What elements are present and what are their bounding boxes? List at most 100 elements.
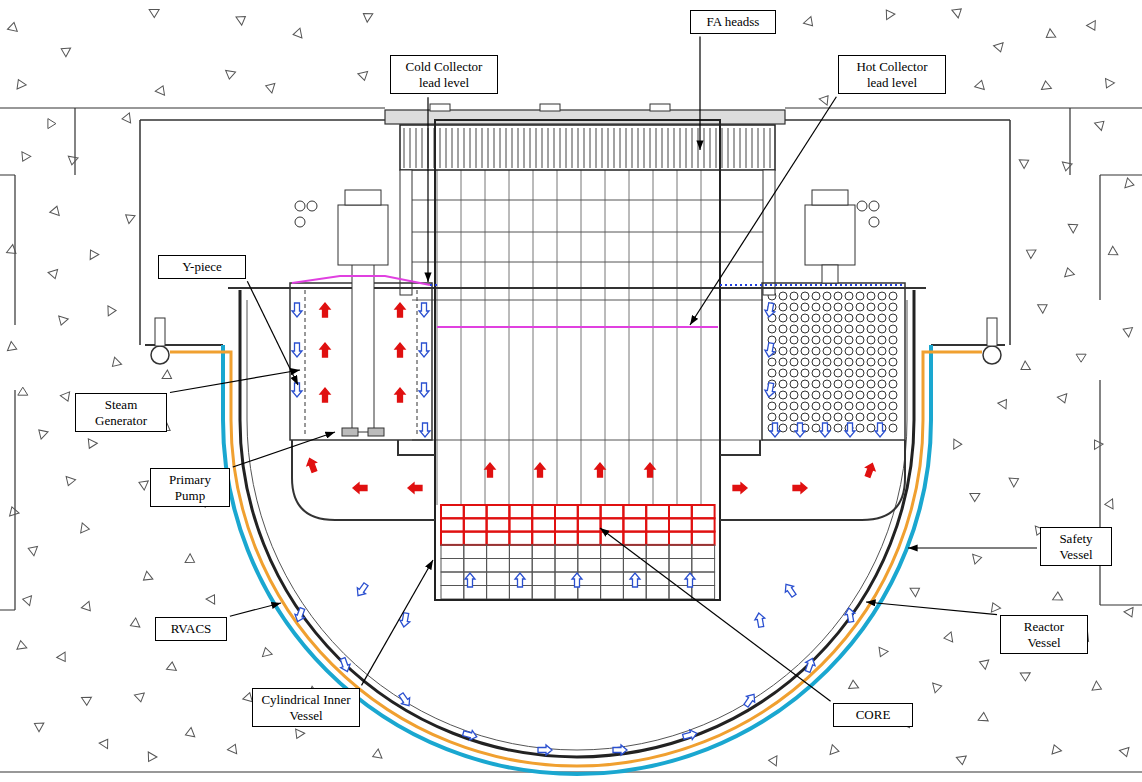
sg-tube [779,358,787,366]
concrete-mark [144,752,157,764]
sg-tube [823,391,831,399]
flow-arrow [292,383,302,397]
concrete-mark [803,17,816,30]
concrete-mark [7,245,19,258]
core-cell [532,505,555,518]
vessel-roof [228,287,926,289]
fa-head-line [752,128,753,168]
sg-tube [867,314,875,322]
flow-arrow [465,573,475,587]
pump-motor [805,205,855,265]
flow-arrow [419,303,429,317]
sg-tube [889,358,897,366]
concrete-mark [1121,325,1132,337]
sg-tube [834,402,842,410]
sg-tube [889,402,897,410]
sg-tube [779,380,787,388]
leader-line [866,602,997,615]
sg-tube [867,369,875,377]
core-cell [578,505,601,518]
concrete-mark [81,601,94,614]
sg-tube [889,347,897,355]
callout-box: Cylindrical Inner Vessel [252,688,360,727]
assembly-line [605,170,606,505]
sg-tube [845,336,853,344]
concrete-mark [59,44,71,57]
pipe-end [869,217,879,227]
lower-structure [509,559,532,573]
concrete-mark [35,426,48,439]
fa-head-line [566,128,567,168]
concrete-mark [57,652,70,664]
flow-arrow [420,423,430,437]
sg-tube [845,413,853,421]
concrete-mark [81,523,90,534]
generated-details [7,5,1137,766]
fa-head-line [488,128,489,168]
sg-tube [889,292,897,300]
callout-label: Y-piece [165,259,239,275]
fa-head-line [536,128,537,168]
callout-label: Reactor Vessel [1007,619,1081,650]
sg-tube [845,369,853,377]
assembly-line [461,170,462,505]
sg-tube [867,347,875,355]
fa-head-line [590,128,591,168]
flow-arrow [685,573,695,587]
sg-tube [878,369,886,377]
concrete-mark [956,756,967,765]
concrete-mark [166,661,177,670]
concrete-mark [50,205,62,216]
sg-tube [845,303,853,311]
sg-tube [801,303,809,311]
core-cell [532,518,555,531]
fa-head-line [464,128,465,168]
fa-head-line [416,128,417,168]
flow-arrow [733,483,747,493]
sg-tube [834,314,842,322]
sg-tube [812,292,820,300]
concrete-mark [1018,361,1030,374]
core-cell [623,505,646,518]
sg-tube [878,325,886,333]
flow-arrow [572,573,582,587]
sg-tube [856,369,864,377]
pipe-end [857,201,867,211]
flow-arrow [395,303,405,317]
concrete-mark [1019,156,1031,169]
sg-tube [823,402,831,410]
lower-structure [578,545,601,559]
sg-tube [889,424,897,432]
callout-label: Safety Vessel [1047,531,1105,562]
flow-arrow [293,607,307,624]
concrete-mark [371,749,382,761]
pipe-end [307,201,317,211]
sg-tube [834,413,842,421]
concrete-mark [18,152,31,164]
assembly-line [677,170,678,505]
sg-tube [779,413,787,421]
callout-box: Cold Collector lead level [390,55,498,94]
fa-head-line [650,128,651,168]
sg-tube [834,369,842,377]
sg-tube [823,369,831,377]
fa-head-line [506,128,507,168]
sg-tube [779,292,787,300]
fa-head-line [662,128,663,168]
sg-tube [768,413,776,421]
fa-head-line [440,128,441,168]
flow-arrow [630,573,640,587]
core-cell [692,518,715,531]
sg-tube [790,413,798,421]
flow-arrow [863,462,877,479]
head-beam [400,170,412,295]
fa-head-line [758,128,759,168]
sg-tube [790,391,798,399]
assembly-line [653,170,654,505]
flow-arrow [462,728,478,741]
head-beam [763,170,775,295]
flow-arrow [397,691,413,708]
flow-arrow [408,483,422,493]
fa-head-line [674,128,675,168]
flow-arrow [419,343,429,357]
